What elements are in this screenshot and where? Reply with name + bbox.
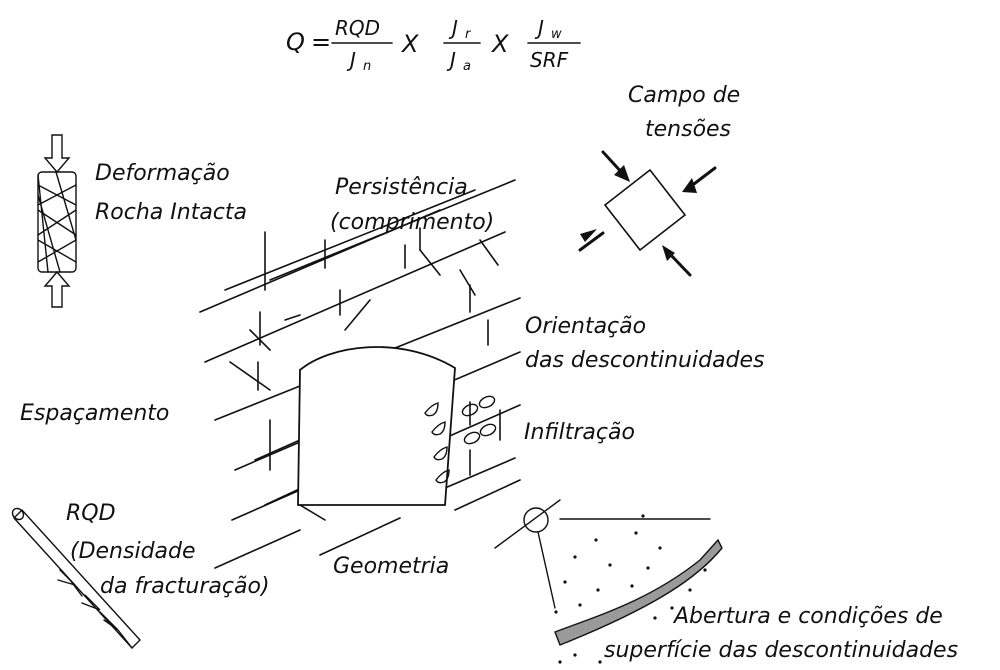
aperture-dots (554, 514, 707, 664)
formula-times-1: X (402, 30, 419, 58)
label-espacamento: Espaçamento (20, 401, 170, 426)
formula-jw-base: J (538, 16, 544, 40)
label-campo-line1: Campo de (628, 83, 741, 108)
formula-ja-sub: a (463, 59, 471, 74)
label-persistencia-line1: Persistência (335, 175, 468, 200)
label-abertura-line2: superfície das descontinuidades (604, 638, 959, 663)
stress-arrowheads (580, 165, 697, 261)
core-sample-icon (37, 134, 77, 308)
formula-jr-sub: r (465, 27, 471, 42)
stress-square-icon (603, 168, 687, 252)
water-drop-icon (424, 395, 497, 484)
label-infiltracao: Infiltração (524, 420, 635, 445)
tunnel-section (297, 346, 456, 506)
label-campo-line2: tensões (645, 117, 732, 142)
formula-jn-base: J (350, 48, 356, 72)
label-rqd-line2: (Densidade (70, 539, 196, 564)
formula-jr-base: J (452, 16, 458, 40)
formula-equals: = (311, 28, 332, 56)
formula-jw-sub: w (551, 27, 562, 42)
formula-ja-base: J (450, 48, 456, 72)
aperture-detail-icon (494, 499, 723, 646)
label-geometria: Geometria (333, 554, 450, 579)
label-deformacao-line2: Rocha Intacta (95, 200, 248, 225)
formula-srf: SRF (530, 48, 569, 72)
label-deformacao-line1: Deformação (95, 161, 230, 186)
label-abertura-line1: Abertura e condições de (674, 604, 943, 629)
label-orientacao-line1: Orientação (525, 314, 647, 339)
label-orientacao-line2: das descontinuidades (525, 348, 765, 373)
formula-times-2: X (492, 30, 509, 58)
stress-arrows (578, 150, 717, 277)
label-rqd-line3: da fracturação) (100, 574, 270, 599)
formula-rqd: RQD (335, 16, 381, 40)
label-persistencia-line2: (comprimento) (330, 210, 495, 235)
label-rqd-line1: RQD (66, 501, 116, 526)
formula-jn-sub: n (363, 59, 372, 74)
drill-core-icon (11, 507, 141, 650)
formula-q: Q (286, 28, 305, 56)
